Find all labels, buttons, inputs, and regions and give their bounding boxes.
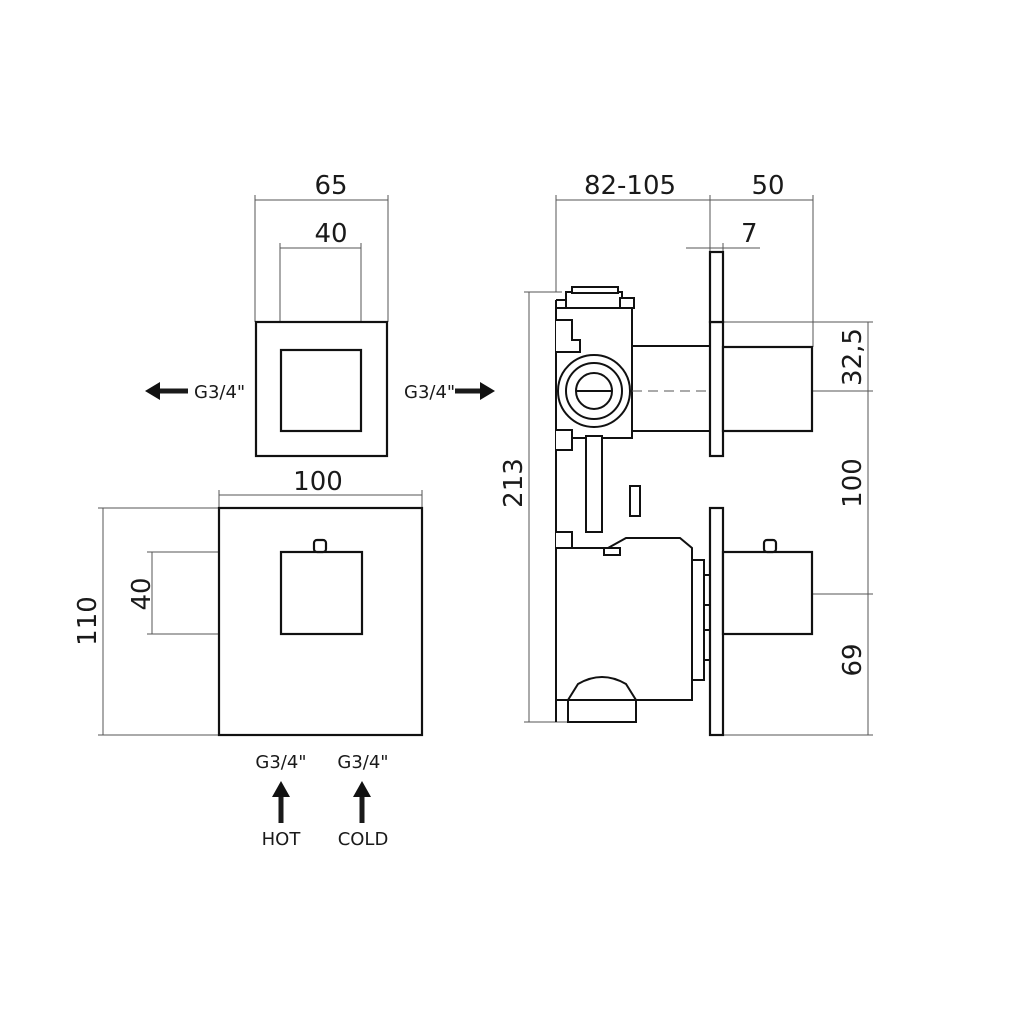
outlet-right-label: G3/4": [404, 382, 455, 403]
dim-82-105: 82-105: [584, 171, 676, 201]
dim-65: 65: [314, 171, 347, 201]
outlet-right-arrow-icon: [455, 382, 495, 400]
dim-50: 50: [751, 171, 784, 201]
side-lower-handle: [721, 550, 814, 636]
top-handle: [279, 348, 363, 433]
side-view: 82-105 50 7 213 32,5 100 69: [499, 171, 873, 737]
dim-110: 110: [73, 596, 103, 646]
dim-69: 69: [838, 643, 868, 676]
dim-7: 7: [741, 219, 758, 249]
dim-32-5: 32,5: [838, 328, 868, 386]
outlet-left-arrow-icon: [145, 382, 188, 400]
valve-body: [555, 286, 713, 723]
inlet-hot-thread: G3/4": [255, 752, 306, 773]
side-lower-plate: [708, 506, 725, 737]
dim-100-side: 100: [838, 458, 868, 508]
inlet-cold-thread: G3/4": [337, 752, 388, 773]
dim-40-front: 40: [127, 577, 157, 610]
dim-40-top: 40: [314, 219, 347, 249]
inlet-hot-arrow-icon: [272, 781, 290, 823]
front-handle: [279, 550, 364, 636]
side-upper-handle: [721, 345, 814, 433]
top-plate: [254, 320, 389, 458]
side-upper-plate: [708, 320, 725, 458]
outlet-left-label: G3/4": [194, 382, 245, 403]
dim-100-front: 100: [293, 467, 343, 497]
side-lower-handle-stem: [762, 538, 778, 554]
front-handle-stem: [312, 538, 328, 554]
top-view: 65 40 G3/4" G3/4": [145, 171, 495, 458]
side-stem: [708, 250, 725, 324]
front-view: 100 110 40 G3/4" G3/4" HOT COLD: [73, 467, 424, 850]
dim-213: 213: [499, 458, 529, 508]
inlet-cold-arrow-icon: [353, 781, 371, 823]
inlet-cold-label: COLD: [338, 829, 389, 850]
inlet-hot-label: HOT: [262, 829, 302, 850]
